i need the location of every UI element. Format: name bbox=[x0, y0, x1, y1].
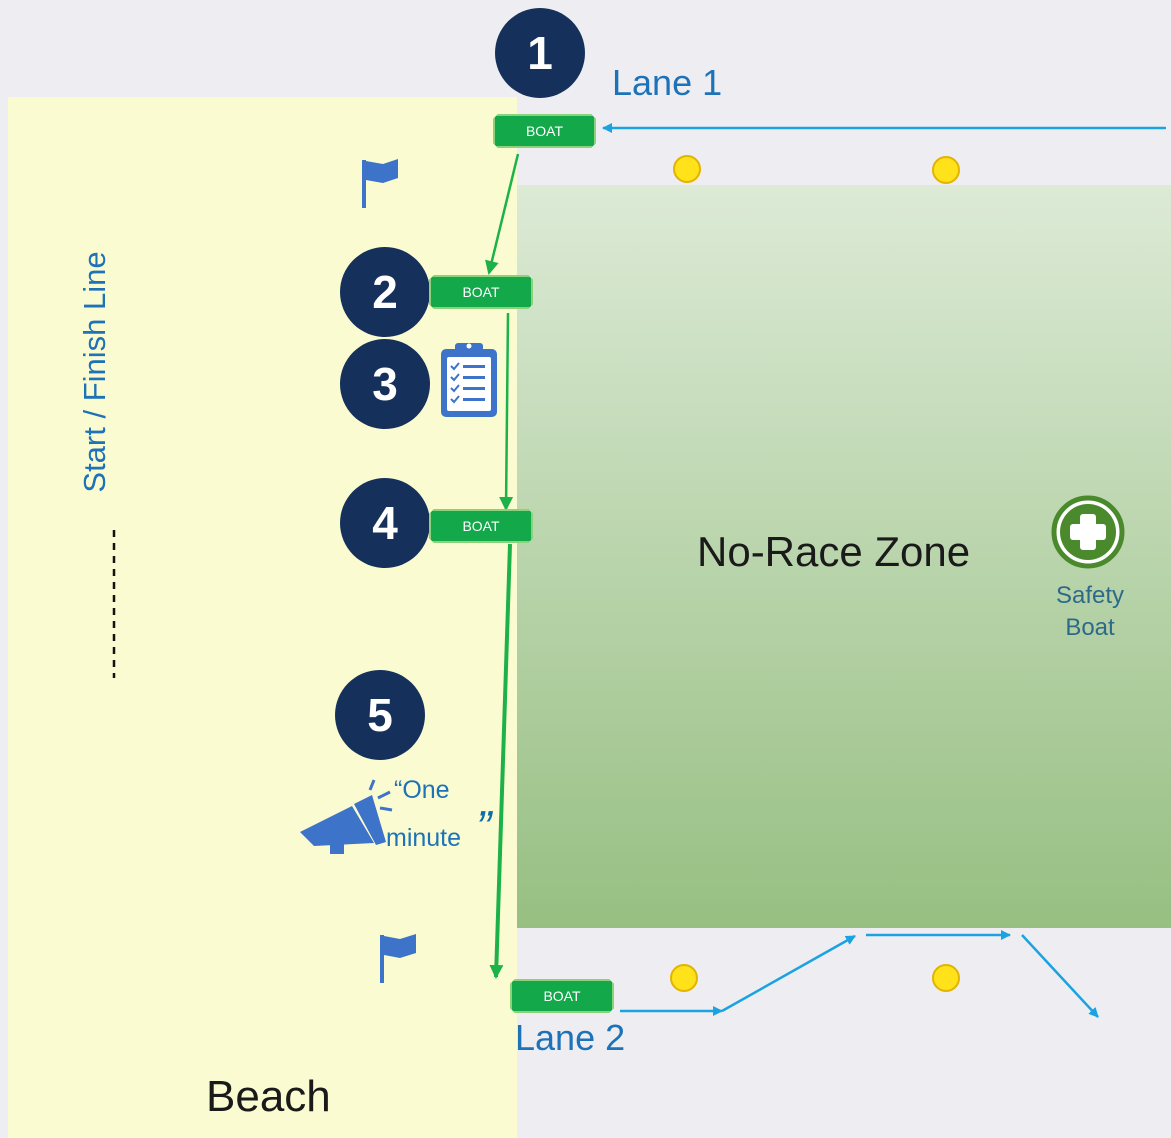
lane2-arrow-2 bbox=[721, 934, 856, 1013]
boat-label: BOAT bbox=[525, 123, 564, 139]
beach-area bbox=[8, 97, 517, 1138]
boat-marker: BOAT bbox=[510, 979, 614, 1013]
path-2-to-4 bbox=[499, 312, 514, 511]
step-2-marker: 2 bbox=[340, 247, 430, 337]
megaphone-icon bbox=[300, 779, 393, 854]
announcement-close-quote: ” bbox=[476, 801, 492, 853]
boat-marker: BOAT bbox=[429, 275, 533, 309]
boat-marker: BOAT bbox=[429, 509, 533, 543]
buoy-icon bbox=[670, 964, 698, 992]
step-1-marker: 1 bbox=[495, 8, 585, 98]
path-4-to-lane2 bbox=[489, 543, 512, 979]
step-5-marker: 5 bbox=[335, 670, 425, 760]
boat-marker: BOAT bbox=[493, 114, 596, 148]
clipboard-checklist-icon bbox=[441, 343, 497, 417]
boat-label: BOAT bbox=[462, 518, 500, 534]
safety-label-line1: Safety bbox=[1055, 582, 1125, 609]
beach-label: Beach bbox=[206, 1072, 331, 1121]
step-number: 1 bbox=[527, 27, 553, 79]
announcement-line1: “One bbox=[394, 776, 450, 804]
flag-icon bbox=[380, 934, 416, 983]
step-number: 2 bbox=[372, 266, 398, 318]
lane-1-label: Lane 1 bbox=[612, 62, 723, 103]
start-finish-label: Start / Finish Line bbox=[77, 251, 112, 493]
step-number: 4 bbox=[372, 497, 398, 549]
safety-boat-label: Safety Boat bbox=[1040, 580, 1140, 644]
plus-circle-icon bbox=[1051, 495, 1125, 569]
step-number: 5 bbox=[367, 689, 393, 741]
buoy-icon bbox=[932, 964, 960, 992]
buoy-icon bbox=[932, 156, 960, 184]
flag-icon bbox=[362, 159, 398, 208]
path-1-to-2 bbox=[485, 153, 520, 275]
lane-2-label: Lane 2 bbox=[515, 1017, 626, 1058]
buoy-icon bbox=[673, 155, 701, 183]
announcement-line2: minute bbox=[386, 824, 462, 852]
step-number: 3 bbox=[372, 358, 398, 410]
safety-label-line2: Boat bbox=[1065, 614, 1115, 641]
boat-label: BOAT bbox=[462, 284, 500, 300]
step-3-marker: 3 bbox=[340, 339, 430, 429]
no-race-zone-label: No-Race Zone bbox=[697, 528, 971, 575]
lane2-arrow-4 bbox=[1021, 934, 1099, 1018]
boat-label: BOAT bbox=[543, 988, 581, 1004]
step-4-marker: 4 bbox=[340, 478, 430, 568]
